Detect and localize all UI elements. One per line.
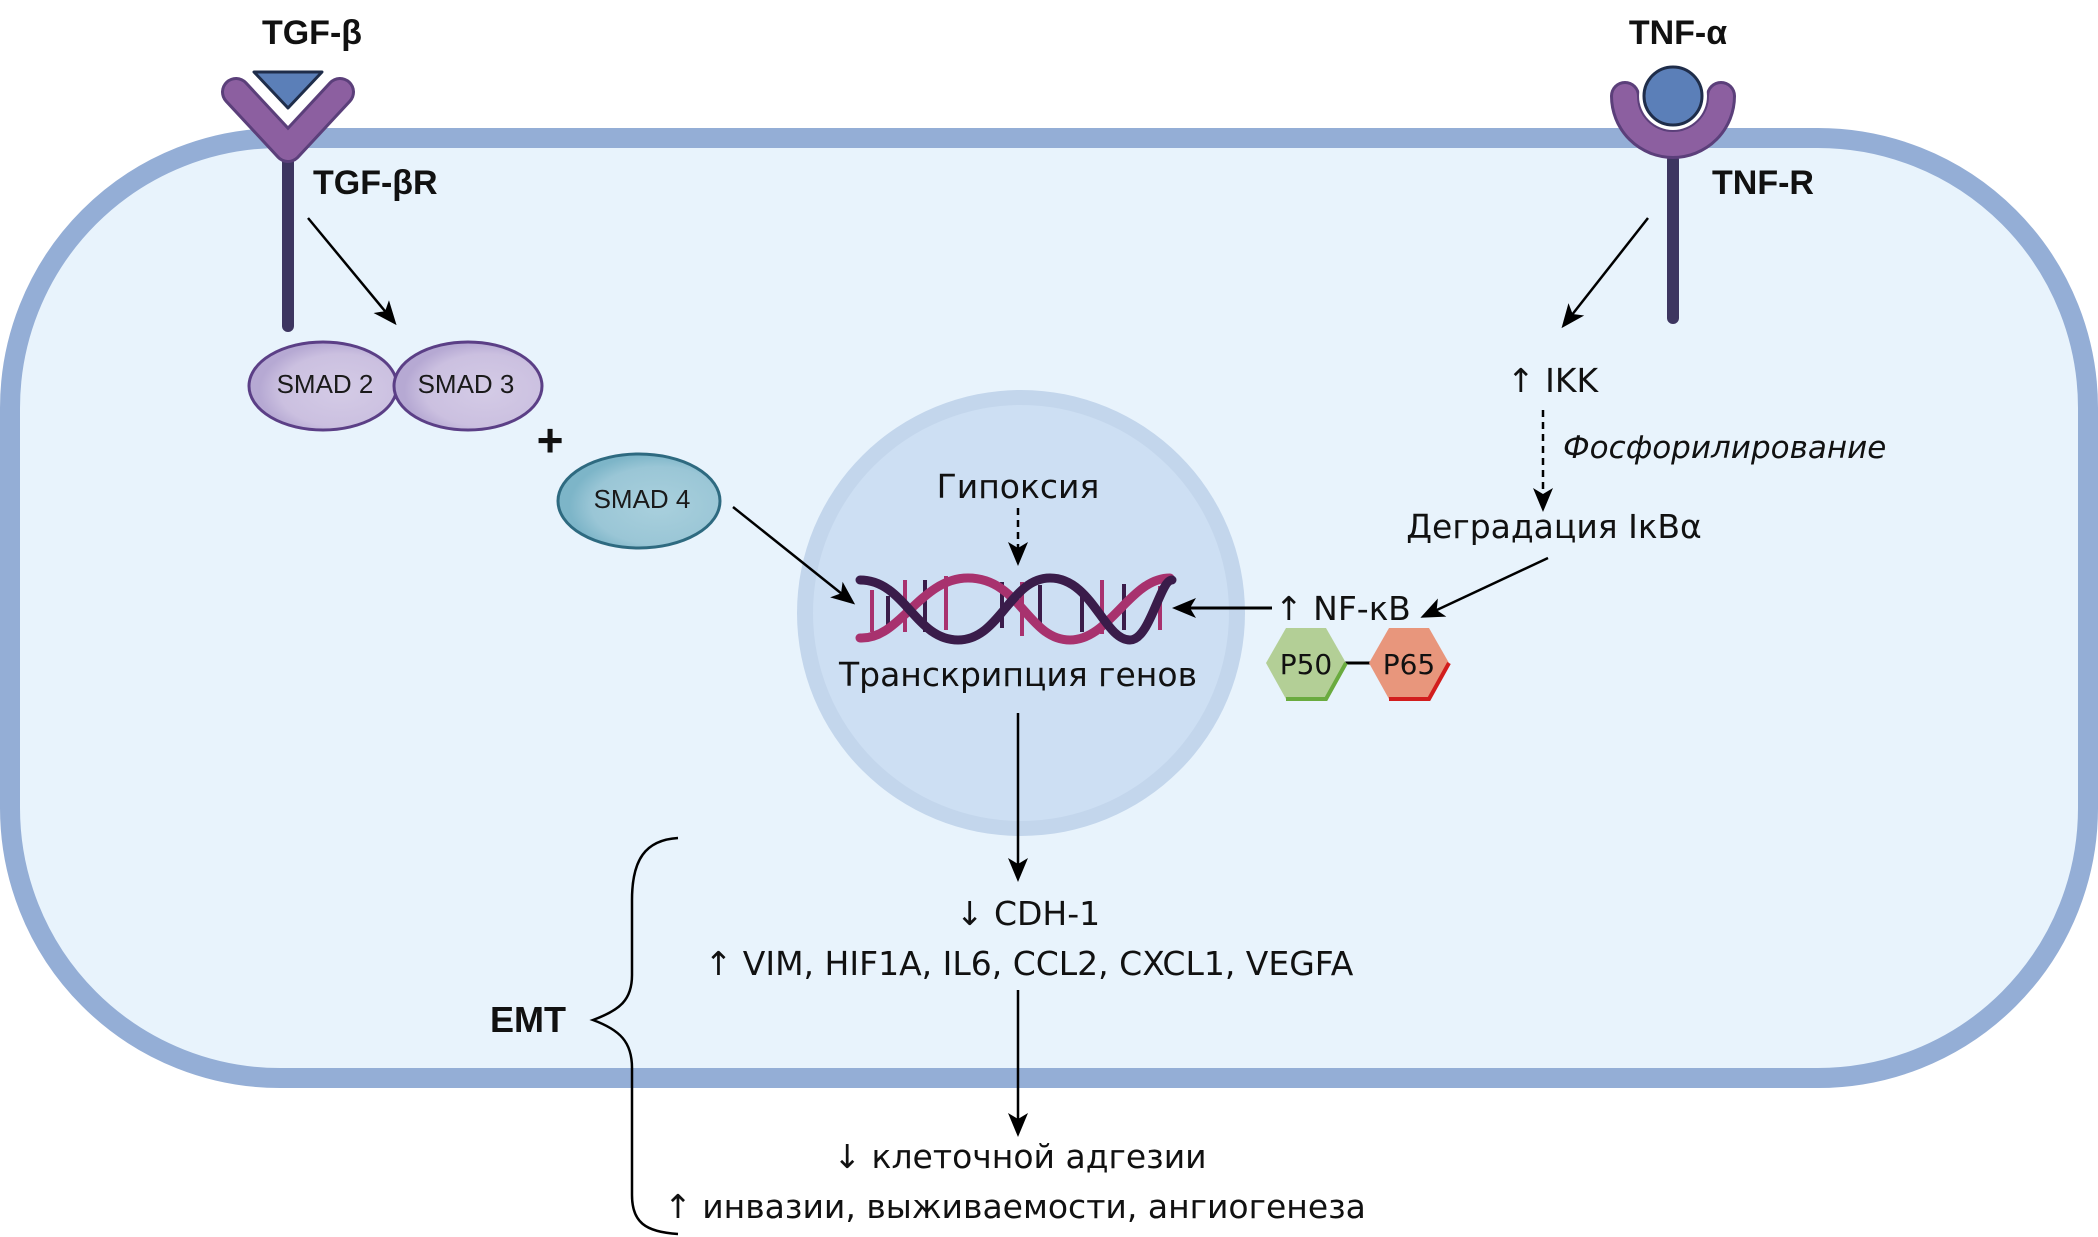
- phosphorylation-label: Фосфорилирование: [1563, 430, 1886, 466]
- ikba-degradation-label: Деградация IκBα: [1406, 507, 1701, 546]
- tgf-beta-ligand-icon: [249, 67, 327, 113]
- tnf-alpha-label: TNF-α: [1629, 14, 1727, 52]
- tnf-alpha-ligand-icon: [1639, 62, 1707, 130]
- tgf-beta-label: TGF-β: [262, 14, 362, 52]
- smad4-protein: [556, 452, 722, 550]
- p65-label: P65: [1383, 648, 1436, 681]
- cdh1-label: ↓ CDH-1: [956, 894, 1100, 933]
- transcription-label: Транскрипция генов: [838, 655, 1197, 694]
- adhesion-down-label: ↓ клеточной адгезии: [833, 1137, 1206, 1176]
- arrow-degradation-to-nfkb: [1420, 556, 1549, 618]
- plus-sign: +: [537, 414, 564, 466]
- p65-subunit: [1369, 628, 1451, 701]
- smad3-label: SMAD 3: [418, 369, 515, 399]
- p50-subunit: [1266, 628, 1348, 701]
- emt-brace: [589, 836, 679, 1236]
- tgf-beta-receptor: [221, 77, 355, 332]
- p50-label: P50: [1280, 648, 1333, 681]
- genes-up-label: ↑ VIM, HIF1A, IL6, CCL2, CXCL1, VEGFA: [705, 944, 1354, 983]
- smad3-protein: [392, 340, 544, 432]
- ikk-label: ↑ IKK: [1507, 361, 1600, 400]
- arrow-smad4-to-dna: [732, 506, 856, 605]
- emt-label: EMT: [490, 999, 566, 1040]
- arrow-tgfbr-to-smad: [307, 217, 397, 326]
- invasion-up-label: ↑ инвазии, выживаемости, ангиогенеза: [664, 1187, 1366, 1226]
- smad4-label: SMAD 4: [594, 484, 691, 514]
- nfkb-label: ↑ NF-κB: [1275, 589, 1411, 628]
- smad2-label: SMAD 2: [277, 369, 374, 399]
- arrow-tnfr-to-ikk: [1561, 217, 1649, 329]
- hypoxia-label: Гипоксия: [937, 467, 1100, 506]
- tnf-receptor: [1610, 81, 1736, 324]
- dna-helix-icon: [855, 573, 1177, 645]
- tnf-r-label: TNF-R: [1712, 164, 1814, 202]
- tgf-beta-r-label: TGF-βR: [313, 164, 438, 202]
